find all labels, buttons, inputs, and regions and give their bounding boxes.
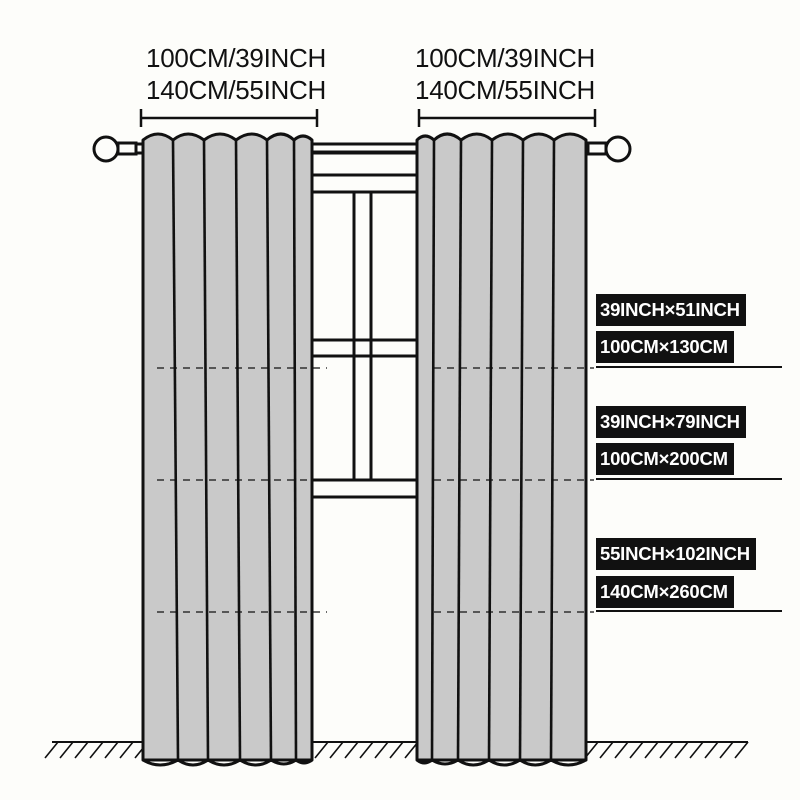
left-width-label: 100CM/39INCH 140CM/55INCH: [136, 42, 336, 106]
size-option-1-inch: 39INCH×51INCH: [596, 294, 746, 326]
left-width-cm-inch-2: 140CM/55INCH: [146, 75, 326, 105]
floor-hatch-mark: [374, 741, 389, 759]
floor-hatch-mark: [674, 741, 689, 759]
floor-hatch-mark: [359, 741, 374, 759]
floor-hatch-mark: [719, 741, 734, 759]
floor-hatch-mark: [119, 741, 134, 759]
floor-hatch-mark: [44, 741, 59, 759]
size-option-1-cm: 100CM×130CM: [596, 331, 734, 363]
window-frame-icon: [300, 150, 430, 499]
floor-hatch-mark: [689, 741, 704, 759]
floor-hatch-mark: [89, 741, 104, 759]
floor-hatch-mark: [659, 741, 674, 759]
right-width-cm-inch-2: 140CM/55INCH: [415, 75, 595, 105]
floor-hatch-mark: [104, 741, 119, 759]
size-option-3-inch: 55INCH×102INCH: [596, 538, 756, 570]
floor-hatch-mark: [704, 741, 719, 759]
right-width-cm-inch-1: 100CM/39INCH: [415, 43, 595, 73]
right-curtain-panel: [415, 132, 588, 767]
floor-hatch-mark: [329, 741, 344, 759]
floor-hatch-mark: [644, 741, 659, 759]
left-curtain-panel: [141, 132, 314, 767]
floor-hatch-mark: [734, 741, 749, 759]
floor-hatch-mark: [74, 741, 89, 759]
floor-hatch-mark: [614, 741, 629, 759]
floor-hatch-mark: [599, 741, 614, 759]
left-width-bracket: [139, 109, 319, 127]
right-width-label: 100CM/39INCH 140CM/55INCH: [405, 42, 605, 106]
floor-hatch-mark: [59, 741, 74, 759]
size-option-2-cm: 100CM×200CM: [596, 443, 734, 475]
floor-hatch-mark: [629, 741, 644, 759]
floor-hatch-mark: [314, 741, 329, 759]
size-option-2-inch: 39INCH×79INCH: [596, 406, 746, 438]
right-width-bracket: [417, 109, 597, 127]
floor-hatch-mark: [389, 741, 404, 759]
floor-hatch-mark: [344, 741, 359, 759]
left-width-cm-inch-1: 100CM/39INCH: [146, 43, 326, 73]
size-option-3-cm: 140CM×260CM: [596, 576, 734, 608]
size-label-underlines: [596, 366, 782, 612]
